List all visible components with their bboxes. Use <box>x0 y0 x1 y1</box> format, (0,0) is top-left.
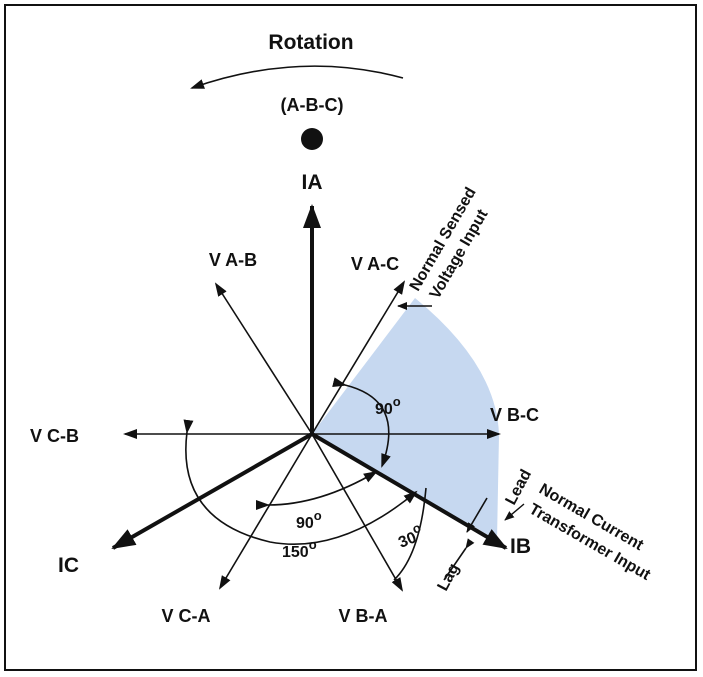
lead-arrow <box>466 497 488 533</box>
angle-90-lower-label: 90o <box>296 508 322 532</box>
rotation-arrow <box>190 65 404 89</box>
arc-90-lower <box>255 470 378 511</box>
rotation-center-dot <box>301 128 323 150</box>
normal-zone-shading <box>312 298 499 540</box>
vbc-label: V B-C <box>490 405 539 425</box>
vcb-label: V C-B <box>30 426 79 446</box>
angle-30-label: 30o <box>394 520 427 552</box>
phasor-vac <box>311 280 406 435</box>
ic-label: IC <box>58 554 79 577</box>
rotation-title: Rotation <box>268 31 353 54</box>
diagram-frame <box>4 4 697 671</box>
phasor-vab <box>214 282 313 435</box>
phasor-ic <box>111 432 313 550</box>
vba-label: V B-A <box>339 606 388 626</box>
arc-30 <box>393 487 427 581</box>
angle-90-upper-label: 90o <box>375 394 401 418</box>
lead-label: Lead <box>503 467 536 508</box>
lag-label: Lag <box>435 561 463 594</box>
arc-150 <box>183 419 418 546</box>
current-input-pointer <box>504 503 525 521</box>
vca-label: V C-A <box>162 606 211 626</box>
vab-label: V A-B <box>209 250 257 270</box>
angle-150-label: 150o <box>282 537 317 561</box>
vac-label: V A-C <box>351 254 399 274</box>
lag-arrow <box>443 538 475 581</box>
ib-label: IB <box>510 535 531 558</box>
ia-label: IA <box>302 171 323 194</box>
phase-sequence-label: (A-B-C) <box>281 95 344 115</box>
phasor-vca <box>218 433 313 590</box>
